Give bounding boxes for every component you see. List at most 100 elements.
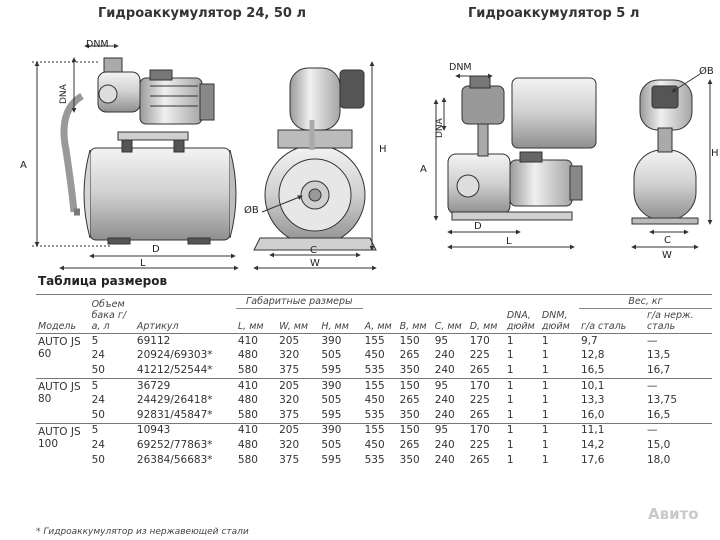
cell-w: 375 [279,408,300,421]
cell-ws: 10,1 [579,377,645,394]
cell-b: 350 [399,408,420,421]
cell-h: 390 [319,422,363,439]
cell-b: 150 [397,422,433,439]
label-d-right: D [474,221,482,232]
label-dnm-left: DNM [86,39,109,50]
header-volume: Объем бака г/а, л [89,294,135,334]
label-w-right: W [662,250,672,261]
cell-vol: 50 [91,453,105,466]
header-dnm: DNM, дюйм [539,294,579,334]
cell-dna: 1 [506,363,514,376]
header-w: W, мм [277,308,320,334]
header-weight-stainless: г/а нерж. сталь [644,308,712,334]
watermark: Авито [648,505,699,523]
model-cell: AUTO JS 100 [36,422,90,468]
cell-w: 375 [279,453,300,466]
cell-dnm: 1 [541,438,549,451]
cell-dnm: 1 [539,332,579,349]
cell-art: 92831/45847* [136,408,213,421]
cell-art: 24429/26418* [136,394,213,407]
cell-b: 350 [399,453,420,466]
cell-art: 36729 [134,377,236,394]
header-d: D, мм [467,294,505,334]
cell-l: 410 [235,377,278,394]
cell-wn: 13,5 [646,349,671,362]
cell-c: 95 [432,377,468,394]
cell-dna: 1 [504,422,540,439]
header-h: H, мм [319,308,363,334]
drawing-side-view-5 [433,73,597,250]
cell-ws: 17,6 [581,453,605,466]
label-b-right: ØB [699,65,714,77]
cell-a: 155 [362,422,398,439]
cell-wn: 15,0 [646,438,671,451]
cell-art: 69252/77863* [136,438,213,451]
cell-a: 155 [362,332,398,349]
header-model: Модель [36,294,90,334]
header-b: B, мм [397,294,433,334]
label-d-left: D [152,244,160,255]
cell-c: 240 [434,438,455,451]
header-weight-steel: г/а сталь [579,308,645,334]
cell-b: 265 [399,438,420,451]
cell-h: 390 [319,377,363,394]
cell-ws: 13,3 [581,394,605,407]
label-l-left: L [140,258,146,269]
cell-dna: 1 [506,438,514,451]
cell-l: 480 [237,349,258,362]
cell-a: 450 [364,394,385,407]
cell-a: 450 [364,438,385,451]
label-dna-left: DNA [59,83,69,104]
label-dnm-right: DNM [449,62,472,73]
cell-d: 265 [469,363,490,376]
cell-h: 390 [319,332,363,349]
cell-h: 505 [321,438,342,451]
cell-wn: — [644,422,712,439]
cell-h: 505 [321,394,342,407]
cell-art: 20924/69303* [136,349,213,362]
cell-l: 580 [237,408,258,421]
cell-h: 595 [321,453,342,466]
cell-vol: 24 [91,438,105,451]
cell-wn: 13,75 [646,394,677,407]
label-c-left: C [310,245,317,256]
cell-b: 265 [399,394,420,407]
cell-dnm: 1 [541,394,549,407]
cell-c: 240 [434,408,455,421]
cell-d: 170 [467,422,505,439]
cell-dnm: 1 [541,453,549,466]
model-cell: AUTO JS 60 [36,333,90,379]
cell-w: 320 [279,394,300,407]
title-tank-5: Гидроаккумулятор 5 л [468,6,640,21]
label-h-left: H [379,144,387,155]
cell-b: 150 [397,332,433,349]
footnote: * Гидроаккумулятор из нержавеющей стали [36,527,249,537]
cell-w: 205 [277,422,320,439]
cell-a: 450 [364,349,385,362]
cell-w: 205 [277,377,320,394]
label-w-left: W [310,258,320,269]
label-a-right: A [420,164,427,175]
header-c: C, мм [432,294,468,334]
header-l: L, мм [235,308,278,334]
cell-dnm: 1 [539,422,579,439]
cell-vol: 5 [89,332,135,349]
label-h-right: H [711,148,719,159]
cell-dnm: 1 [539,377,579,394]
cell-d: 170 [467,377,505,394]
cell-dna: 1 [506,394,514,407]
label-a-left: A [20,160,27,171]
dimensions-table: Модель Объем бака г/а, л Артикул Габарит… [36,294,712,468]
cell-a: 155 [362,377,398,394]
cell-dna: 1 [506,453,514,466]
cell-vol: 5 [89,422,135,439]
cell-b: 150 [397,377,433,394]
cell-wn: — [644,332,712,349]
